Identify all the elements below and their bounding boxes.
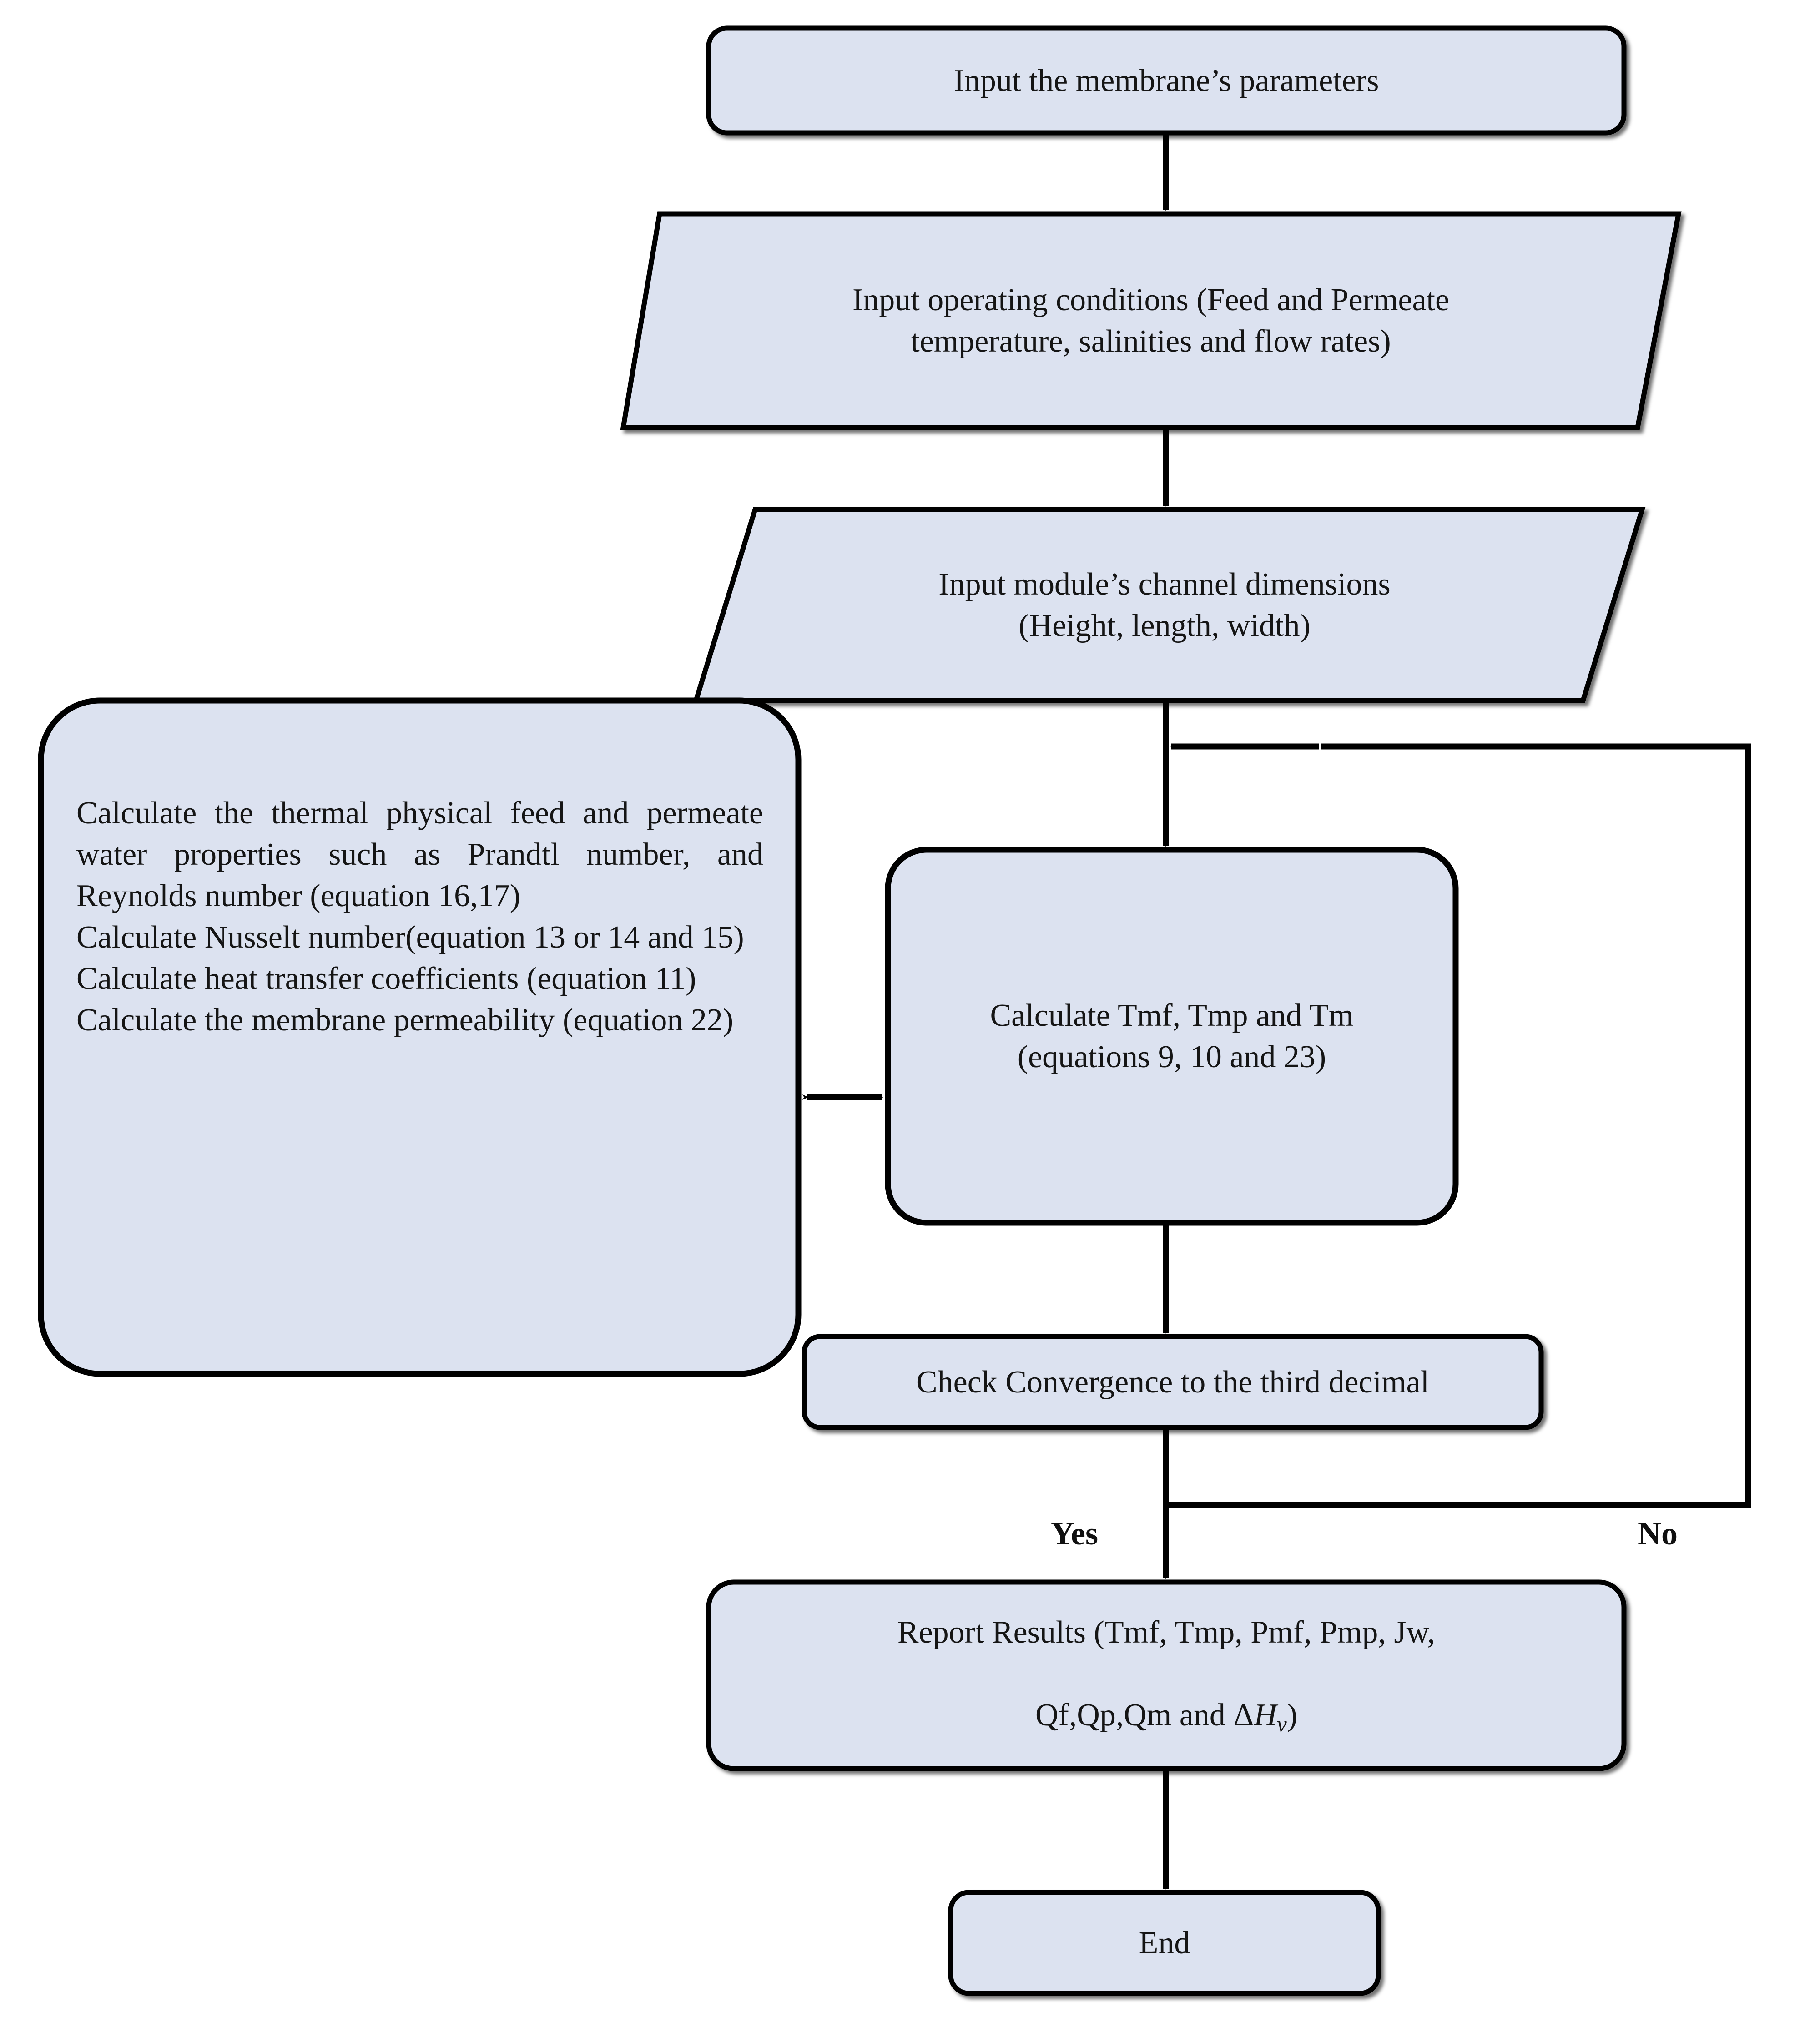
node-input-module-shape[interactable] <box>692 507 1646 703</box>
node-check-convergence-shape[interactable] <box>802 1334 1544 1430</box>
node-calculations-shape[interactable] <box>38 697 802 1377</box>
edge-no-feedback-loop <box>1166 743 1751 1508</box>
node-end-shape[interactable] <box>948 1890 1381 1996</box>
node-input-membrane-shape[interactable] <box>706 25 1627 136</box>
node-report-results-shape[interactable] <box>706 1579 1627 1771</box>
node-input-operating-shape[interactable] <box>620 211 1682 430</box>
edge-label-no: No <box>1638 1515 1678 1552</box>
node-calc-tm-shape[interactable] <box>885 847 1459 1226</box>
edge-label-yes: Yes <box>1051 1515 1098 1552</box>
